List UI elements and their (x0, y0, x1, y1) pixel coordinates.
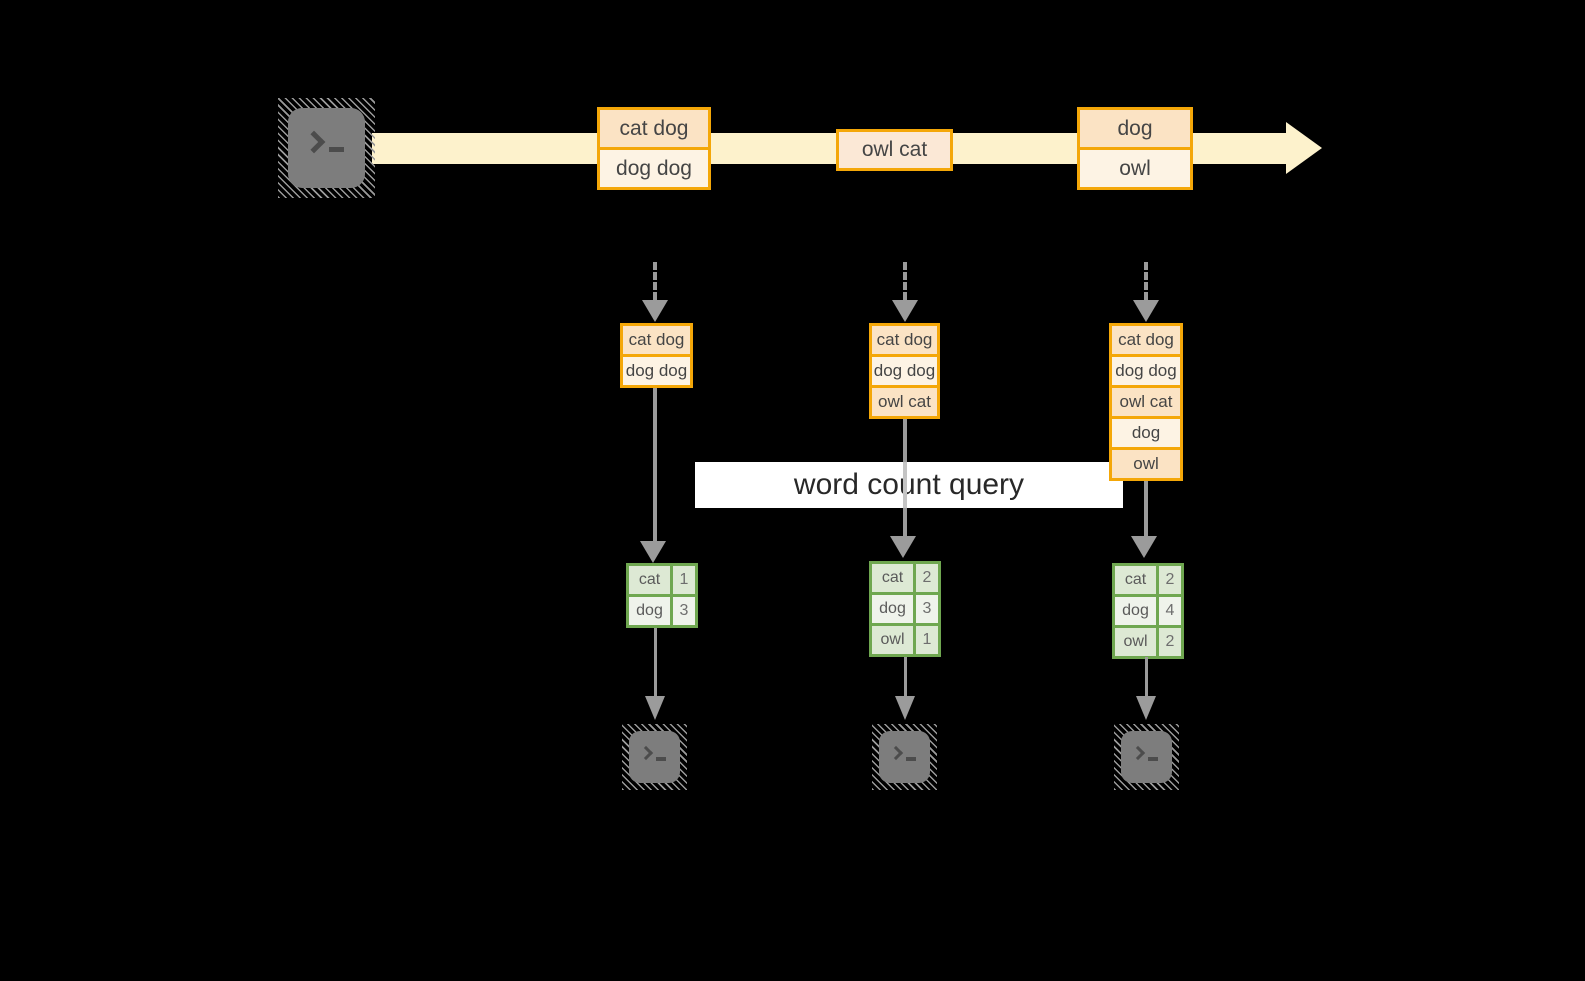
count-table-1: cat 1 dog 3 (626, 563, 698, 628)
buffer-record: dog dog (872, 354, 937, 385)
stream-batch-2: owl cat (836, 129, 953, 171)
terminal-source-icon (278, 98, 375, 198)
count-value: 1 (916, 626, 938, 654)
query-arrow-line (903, 508, 907, 538)
prompt-underscore-icon (656, 757, 666, 761)
count-value: 3 (916, 595, 938, 623)
stream-record: dog (1080, 110, 1190, 147)
buffer-record: owl cat (872, 385, 937, 416)
buffer-record: cat dog (1112, 326, 1180, 354)
output-arrowhead-icon (895, 696, 915, 720)
query-arrow-line (903, 414, 907, 462)
stream-batch-3: dog owl (1077, 107, 1193, 190)
buffer-record: owl cat (1112, 385, 1180, 416)
output-arrowhead-icon (1136, 696, 1156, 720)
count-value: 1 (673, 566, 695, 594)
count-word: dog (872, 595, 913, 623)
count-word: dog (629, 597, 670, 625)
output-arrow-line (904, 657, 907, 696)
output-arrowhead-icon (645, 696, 665, 720)
stream-record: owl cat (839, 132, 950, 168)
buffer-record: owl (1112, 447, 1180, 478)
count-word: cat (872, 564, 913, 592)
input-buffer-3: cat dog dog dog owl cat dog owl (1109, 323, 1183, 481)
prompt-underscore-icon (1148, 757, 1158, 761)
query-label-box: word count query (695, 462, 1123, 508)
count-table-3: cat 2 dog 4 owl 2 (1112, 563, 1184, 659)
buffer-record: cat dog (872, 326, 937, 354)
terminal-screen (1121, 731, 1172, 783)
query-arrowhead-icon (640, 541, 666, 563)
count-word: owl (872, 626, 913, 654)
count-word: cat (1115, 566, 1156, 594)
prompt-underscore-icon (906, 757, 916, 761)
prompt-chevron-icon (888, 745, 904, 761)
count-value: 2 (916, 564, 938, 592)
count-value: 2 (1159, 566, 1181, 594)
query-arrowhead-icon (890, 536, 916, 558)
ingest-arrow-line (1144, 262, 1148, 300)
input-buffer-2: cat dog dog dog owl cat (869, 323, 940, 419)
stream-record: dog dog (600, 147, 708, 187)
stream-record: owl (1080, 147, 1190, 187)
terminal-output-icon (872, 724, 937, 790)
query-label: word count query (793, 468, 1025, 501)
terminal-screen (629, 731, 680, 783)
count-word: owl (1115, 628, 1156, 656)
buffer-record: dog dog (1112, 354, 1180, 385)
buffer-record: dog (1112, 416, 1180, 447)
stream-batch-1: cat dog dog dog (597, 107, 711, 190)
buffer-record: cat dog (623, 326, 690, 354)
terminal-screen (288, 108, 365, 188)
input-buffer-1: cat dog dog dog (620, 323, 693, 388)
count-word: dog (1115, 597, 1156, 625)
query-arrow-line (653, 388, 657, 541)
terminal-screen (879, 731, 930, 783)
count-value: 2 (1159, 628, 1181, 656)
buffer-record: dog dog (623, 354, 690, 385)
ingest-arrow-line (903, 262, 907, 300)
terminal-output-icon (622, 724, 687, 790)
prompt-underscore-icon (329, 147, 344, 152)
output-arrow-line (654, 628, 657, 696)
count-value: 3 (673, 597, 695, 625)
prompt-chevron-icon (638, 745, 654, 761)
count-word: cat (629, 566, 670, 594)
terminal-output-icon (1114, 724, 1179, 790)
ingest-arrow-line (653, 262, 657, 300)
ingest-arrowhead-icon (1133, 300, 1159, 322)
query-arrowhead-icon (1131, 536, 1157, 558)
prompt-chevron-icon (302, 130, 326, 154)
stream-arrowhead-icon (1286, 122, 1322, 174)
stream-record: cat dog (600, 110, 708, 147)
output-arrow-line (1145, 657, 1148, 696)
prompt-chevron-icon (1130, 745, 1146, 761)
query-arrow-line (903, 462, 907, 508)
count-value: 4 (1159, 597, 1181, 625)
ingest-arrowhead-icon (892, 300, 918, 322)
ingest-arrowhead-icon (642, 300, 668, 322)
count-table-2: cat 2 dog 3 owl 1 (869, 561, 941, 657)
query-arrow-line (1144, 480, 1148, 536)
